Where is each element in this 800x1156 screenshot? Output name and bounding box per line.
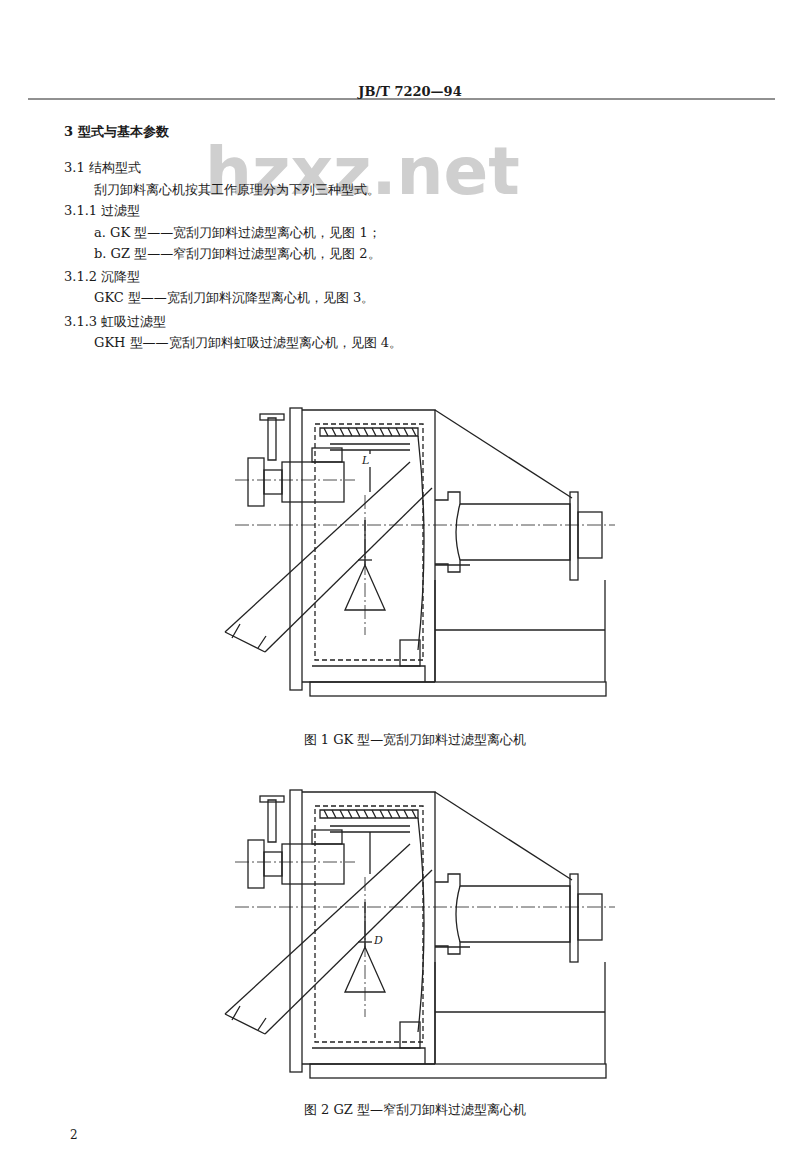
body-text: GKH 型——宽刮刀卸料虹吸过滤型离心机，见图 4。	[94, 335, 402, 351]
figure-caption: 图 2 GZ 型—窄刮刀卸料过滤型离心机	[205, 1102, 625, 1118]
list-item: a. GK 型——宽刮刀卸料过滤型离心机，见图 1；	[94, 225, 381, 241]
subsection-heading: 3.1.1 过滤型	[64, 203, 140, 219]
body-text: GKC 型——宽刮刀卸料沉降型离心机，见图 3。	[94, 290, 374, 306]
centrifuge-figure	[225, 408, 615, 696]
page-number: 2	[70, 1128, 78, 1142]
page-header: JB/T 7220—94	[310, 84, 510, 100]
body-text: 刮刀卸料离心机按其工作原理分为下列三种型式。	[94, 182, 380, 198]
list-item: b. GZ 型——窄刮刀卸料过滤型离心机，见图 2。	[94, 246, 381, 262]
subsection-heading: 3.1 结构型式	[64, 160, 141, 176]
subsection-heading: 3.1.2 沉降型	[64, 269, 140, 285]
subsection-heading: 3.1.3 虹吸过滤型	[64, 314, 166, 330]
watermark: hzxz.net	[205, 132, 520, 211]
dimension-label: D	[372, 934, 385, 947]
section-heading: 3 型式与基本参数	[64, 124, 169, 140]
figure-caption: 图 1 GK 型—宽刮刀卸料过滤型离心机	[205, 732, 625, 748]
dimension-label: L	[360, 454, 371, 467]
centrifuge-figure	[225, 790, 615, 1078]
